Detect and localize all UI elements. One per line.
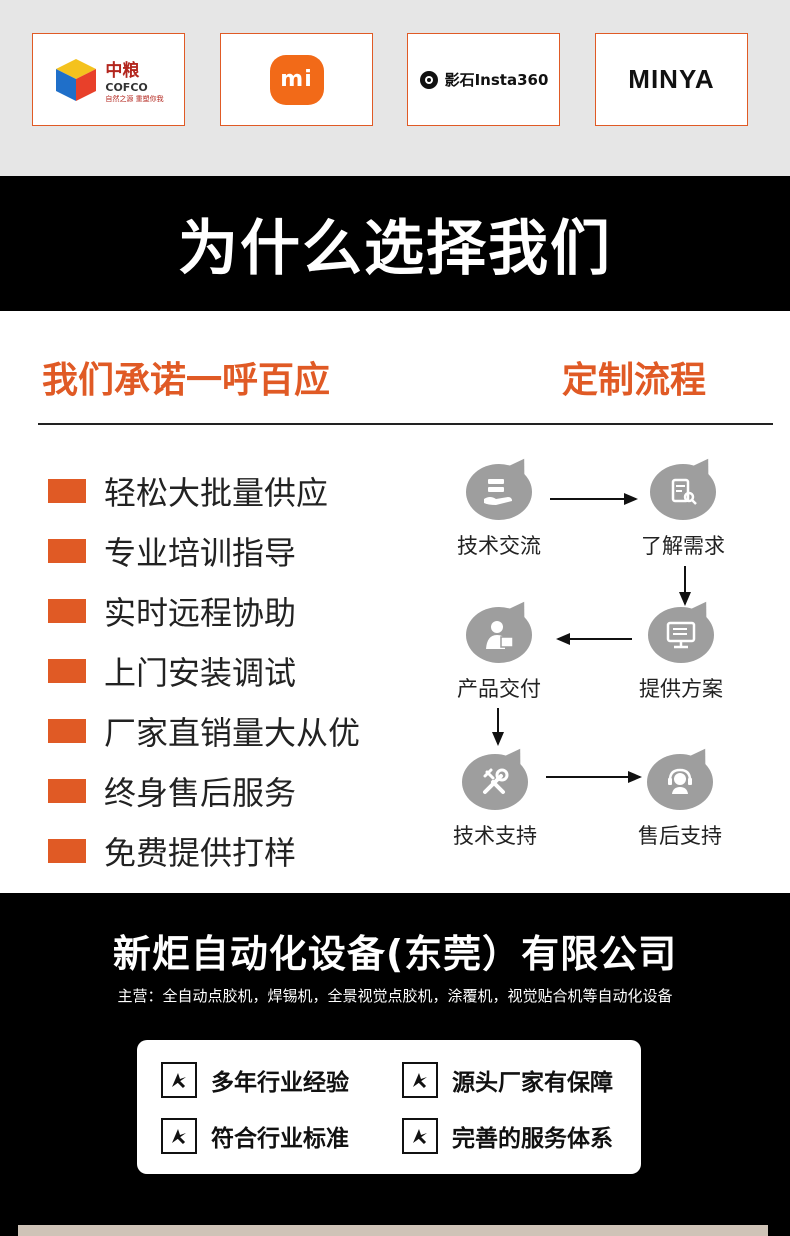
- logo-cofco: 中粮 COFCO 自然之源 重塑你我: [32, 33, 185, 126]
- bullet-square: [48, 539, 86, 563]
- server-hand-icon: [466, 464, 532, 520]
- feature-label: 多年行业经验: [211, 1070, 349, 1096]
- list-item-text: 上门安装调试: [104, 654, 297, 692]
- flow-arrow-down: [679, 566, 691, 606]
- flow-step-label: 售后支持: [638, 824, 722, 848]
- flow-step-delivery: 产品交付: [444, 607, 554, 703]
- flow-arrow-right: [550, 493, 638, 505]
- list-item-text: 免费提供打样: [104, 834, 297, 872]
- flow-step-solution: 提供方案: [626, 607, 736, 703]
- list-item: 终身售后服务: [48, 761, 360, 821]
- list-item-text: 专业培训指导: [104, 534, 297, 572]
- flow-step-label: 技术交流: [457, 534, 541, 558]
- flow-step-label: 产品交付: [457, 677, 541, 701]
- xiaomi-badge-icon: mi: [269, 54, 324, 105]
- company-name: 新炬自动化设备(东莞）有限公司: [112, 932, 678, 976]
- list-item: 厂家直销量大从优: [48, 701, 360, 761]
- promise-list: 轻松大批量供应 专业培训指导 实时远程协助 上门安装调试 厂家直销量大从优 终身…: [48, 461, 360, 881]
- list-item-text: 厂家直销量大从优: [104, 714, 361, 752]
- arrow-cursor-icon: [161, 1118, 197, 1154]
- feature-item: 符合行业标准: [161, 1118, 349, 1154]
- list-item-text: 实时远程协助: [104, 594, 297, 632]
- bullet-square: [48, 659, 86, 683]
- feature-label: 符合行业标准: [211, 1126, 349, 1152]
- flow-step-label: 了解需求: [641, 534, 725, 558]
- cofco-tagline: 自然之源 重塑你我: [105, 94, 164, 103]
- flow-step-tech-support: 技术支持: [440, 754, 550, 850]
- list-item: 免费提供打样: [48, 821, 360, 881]
- cofco-cube-icon: [56, 58, 97, 101]
- feature-label: 源头厂家有保障: [452, 1070, 613, 1096]
- insta360-lens-icon: [419, 70, 438, 89]
- list-item: 轻松大批量供应: [48, 461, 360, 521]
- monitor-list-icon: [648, 607, 714, 663]
- arrow-cursor-icon: [161, 1062, 197, 1098]
- list-item: 上门安装调试: [48, 641, 360, 701]
- feature-label: 完善的服务体系: [452, 1126, 613, 1152]
- promise-title: 我们承诺一呼百应: [42, 360, 331, 401]
- why-title: 为什么选择我们: [178, 214, 612, 284]
- cofco-name: 中粮: [105, 60, 140, 81]
- logo-insta360: 影石Insta360: [407, 33, 560, 126]
- list-item: 专业培训指导: [48, 521, 360, 581]
- feature-item: 完善的服务体系: [402, 1118, 613, 1154]
- bullet-square: [48, 719, 86, 743]
- minya-text: MINYA: [628, 64, 715, 94]
- xiaomi-text: mi: [280, 67, 313, 92]
- section-divider: [38, 423, 773, 425]
- flow-step-tech-exchange: 技术交流: [444, 464, 554, 560]
- cofco-sub: COFCO: [105, 80, 148, 94]
- partner-logos: 中粮 COFCO 自然之源 重塑你我 mi 影石Insta360 MINYA: [0, 0, 790, 176]
- flow-step-label: 提供方案: [639, 677, 723, 701]
- logo-minya: MINYA: [595, 33, 748, 126]
- flow-arrow-down: [492, 708, 504, 746]
- flow-arrow-left: [556, 633, 632, 645]
- delivery-person-icon: [466, 607, 532, 663]
- flow-arrow-right: [546, 771, 642, 783]
- factory-photo-strip: [18, 1225, 768, 1236]
- flow-step-after-sales: 售后支持: [625, 754, 735, 850]
- feature-item: 源头厂家有保障: [402, 1062, 613, 1098]
- company-section: 新炬自动化设备(东莞）有限公司 主营：全自动点胶机，焊锡机，全景视觉点胶机，涂覆…: [0, 893, 790, 1236]
- headset-agent-icon: [647, 754, 713, 810]
- feature-box: 多年行业经验 源头厂家有保障 符合行业标准 完善的服务体系: [137, 1040, 641, 1174]
- flow-step-label: 技术支持: [453, 824, 537, 848]
- bullet-square: [48, 599, 86, 623]
- why-banner: 为什么选择我们: [0, 176, 790, 311]
- bullet-square: [48, 839, 86, 863]
- list-item: 实时远程协助: [48, 581, 360, 641]
- wrench-hammer-icon: [462, 754, 528, 810]
- arrow-cursor-icon: [402, 1062, 438, 1098]
- bullet-square: [48, 479, 86, 503]
- feature-item: 多年行业经验: [161, 1062, 349, 1098]
- bullet-square: [48, 779, 86, 803]
- list-item-text: 终身售后服务: [104, 774, 297, 812]
- arrow-cursor-icon: [402, 1118, 438, 1154]
- logo-xiaomi: mi: [220, 33, 373, 126]
- insta360-text: 影石Insta360: [444, 71, 549, 89]
- company-main-business: 主营：全自动点胶机，焊锡机，全景视觉点胶机，涂覆机，视觉贴合机等自动化设备: [117, 987, 673, 1005]
- document-search-icon: [650, 464, 716, 520]
- flow-title: 定制流程: [562, 360, 707, 401]
- list-item-text: 轻松大批量供应: [104, 474, 329, 512]
- flow-step-requirements: 了解需求: [628, 464, 738, 560]
- promise-section: 我们承诺一呼百应 定制流程 轻松大批量供应 专业培训指导 实时远程协助 上门安装…: [0, 311, 790, 893]
